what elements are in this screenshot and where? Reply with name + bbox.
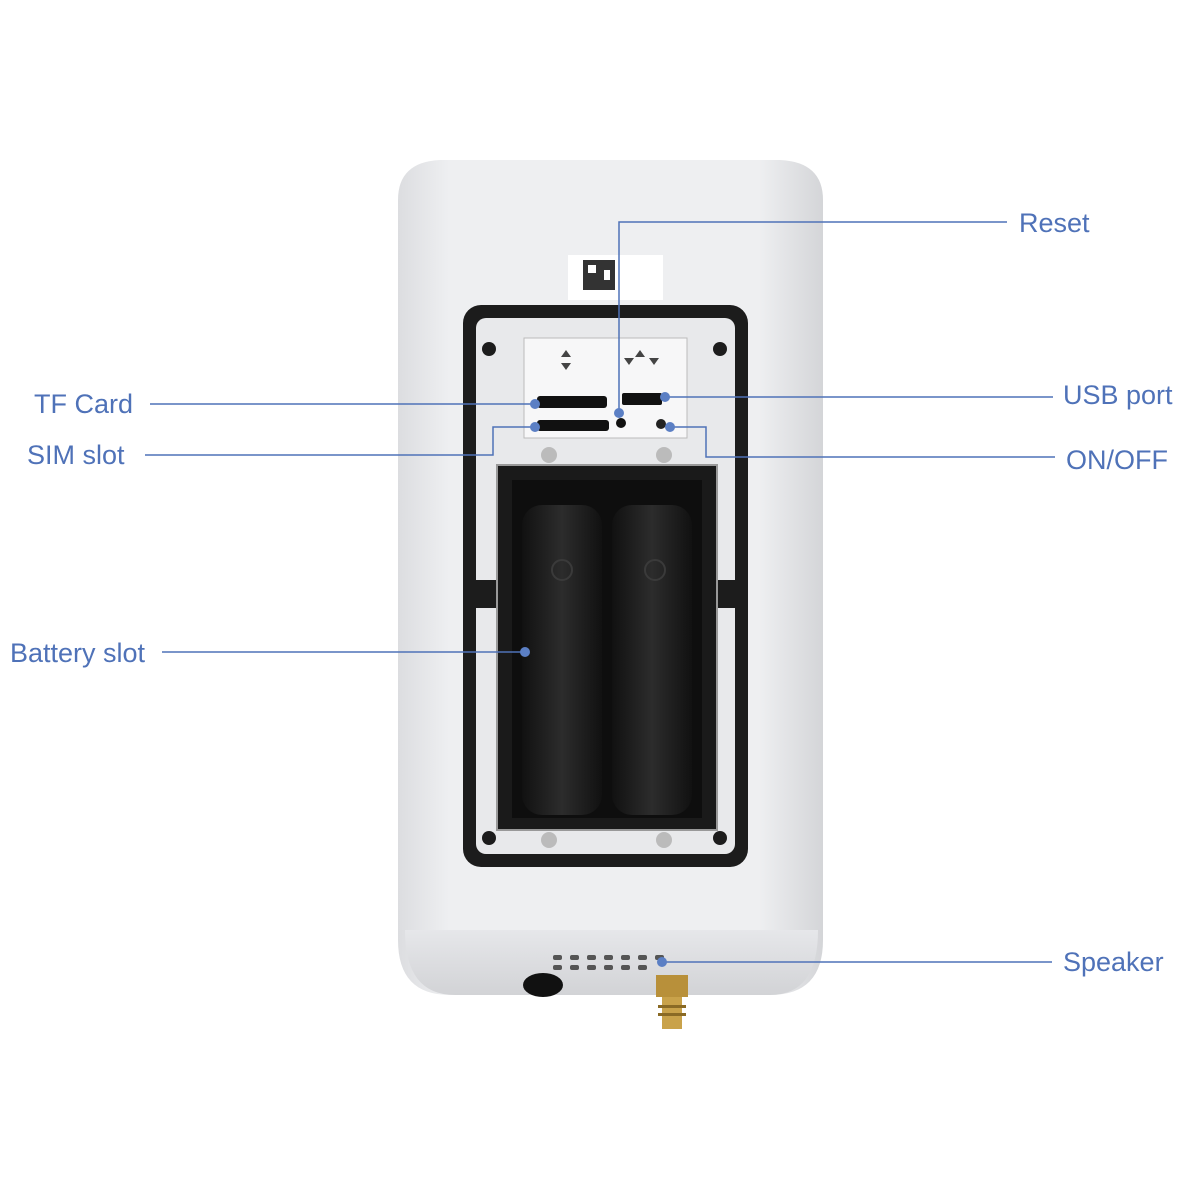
label-battery-slot: Battery slot: [10, 638, 146, 668]
tf-card-slot: [537, 396, 607, 408]
sim-card-slot: [537, 420, 609, 431]
battery-cell-right: [612, 505, 692, 815]
sim-slot-leader: [145, 426, 535, 456]
qr-label: [568, 255, 663, 300]
label-tf-card: TF Card: [34, 389, 134, 419]
reset-leader: [618, 221, 1007, 413]
on-off-leader: [670, 426, 1055, 458]
power-switch: [656, 419, 666, 429]
camera-bottom: [405, 930, 818, 995]
reset-hole: [616, 418, 626, 428]
label-reset: Reset: [1019, 208, 1090, 238]
leader-lines: [145, 221, 1055, 963]
label-speaker: Speaker: [1063, 947, 1164, 977]
label-usb-port: USB port: [1063, 380, 1173, 410]
usb-port-hole: [622, 393, 662, 405]
label-sim-slot: SIM slot: [27, 440, 125, 470]
power-jack: [523, 973, 563, 997]
speaker-grille: [553, 955, 664, 970]
qr-code: [583, 260, 615, 290]
label-on-off: ON/OFF: [1066, 445, 1168, 475]
antenna-connector: [656, 975, 688, 1029]
battery-cell-left: [522, 505, 602, 815]
leader-dots: [520, 392, 675, 967]
